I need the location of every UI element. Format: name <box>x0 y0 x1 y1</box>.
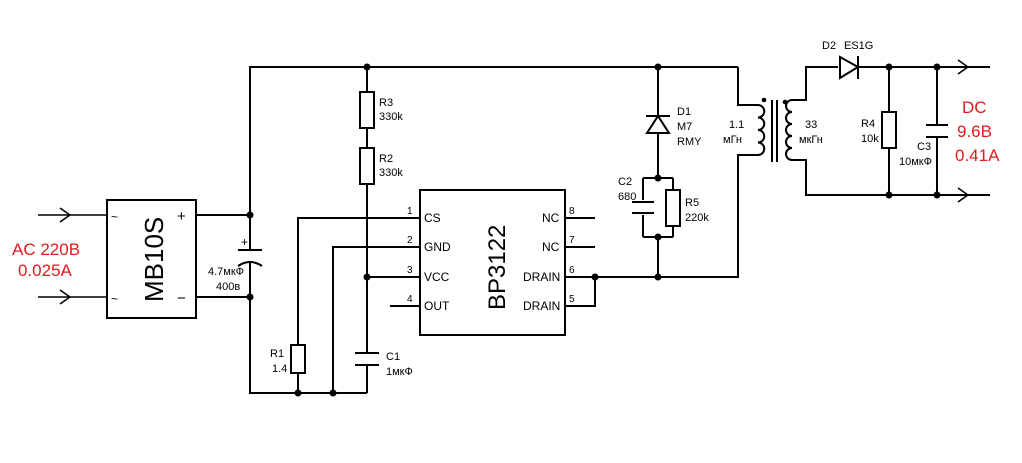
r3-value: 330k <box>379 111 403 123</box>
d1-part: M7 <box>677 121 692 133</box>
d2-name: D2 <box>822 40 836 52</box>
capacitor-c2: C2 680 <box>618 176 654 214</box>
ic-pin4-num: 4 <box>407 294 413 305</box>
r2-name: R2 <box>379 153 393 165</box>
ic-pin8-label: NC <box>542 211 560 225</box>
ic-part-name: BP3122 <box>484 225 511 310</box>
dc-output-terminals <box>957 59 970 203</box>
r4-value: 10k <box>861 133 879 145</box>
capacitor-c3: C3 10мкФ <box>899 124 948 168</box>
diode-d1: D1 M7 RMY <box>645 105 702 148</box>
resistor-r5: R5 220k <box>665 189 709 227</box>
ic-pin3-label: VCC <box>424 270 450 284</box>
resistor-r3: R3 330k <box>359 91 403 129</box>
secondary-inductance-value: 33 <box>805 119 817 131</box>
ic-pin7-num: 7 <box>569 235 575 246</box>
bridge-minus: − <box>177 290 186 307</box>
c1-name: C1 <box>386 351 400 363</box>
d2-part: ES1G <box>844 40 873 52</box>
wires <box>249 66 990 394</box>
r4-name: R4 <box>861 118 875 130</box>
capacitor-c1: C1 1мкФ <box>355 345 413 378</box>
ic-pin6-num: 6 <box>569 265 575 276</box>
bridge-rectifier: ~ ~ + − MB10S <box>106 199 197 319</box>
c2-name: C2 <box>618 176 632 188</box>
c3-name: C3 <box>917 141 931 153</box>
bridge-ac-tilde-top: ~ <box>111 210 118 224</box>
c3-value: 10мкФ <box>899 156 932 168</box>
ac-input-terminals <box>38 207 107 305</box>
ac-input-label-current: 0.025A <box>18 261 73 280</box>
secondary-inductance-unit: мкГн <box>799 134 823 146</box>
c1-value: 1мкФ <box>386 366 413 378</box>
diode-d2: D2 ES1G <box>822 40 873 80</box>
ic-pin6-label: DRAIN <box>523 270 560 284</box>
dc-output-voltage: 9.6B <box>957 122 992 141</box>
resistor-r4: R4 10k <box>861 111 897 149</box>
ic-pin3-num: 3 <box>407 265 413 276</box>
r5-name: R5 <box>685 197 699 209</box>
bulk-capacitor-polarity: + <box>241 235 248 249</box>
d1-note: RMY <box>677 136 702 148</box>
r5-value: 220k <box>685 212 709 224</box>
r1-value: 1.4 <box>272 363 287 375</box>
r3-name: R3 <box>379 97 393 109</box>
transformer: 1.1 мГн 33 мкГн <box>723 97 823 162</box>
junction-dots <box>246 63 941 397</box>
ic-pin7-label: NC <box>542 240 560 254</box>
ic-pin1-num: 1 <box>407 206 413 217</box>
resistor-r2: R2 330k <box>359 147 403 185</box>
primary-inductance-unit: мГн <box>723 134 742 146</box>
bridge-plus: + <box>177 208 186 225</box>
dc-output-label: DC <box>962 98 987 117</box>
bulk-capacitor: + 4.7мкФ 400в <box>208 235 263 293</box>
c2-value: 680 <box>618 191 636 203</box>
r2-value: 330k <box>379 167 403 179</box>
resistor-r1: R1 1.4 <box>270 344 306 375</box>
bridge-ac-tilde-bottom: ~ <box>111 292 118 306</box>
ac-input-label-voltage: AC 220B <box>12 240 80 259</box>
d1-name: D1 <box>677 106 691 118</box>
bulk-capacitor-value: 4.7мкФ <box>208 266 244 278</box>
ic-pin8-num: 8 <box>569 206 575 217</box>
r1-name: R1 <box>270 348 284 360</box>
ic-pin2-num: 2 <box>407 235 413 246</box>
bridge-part-name: MB10S <box>139 217 169 302</box>
ic-pin5-label: DRAIN <box>523 299 560 313</box>
ic-pin4-label: OUT <box>424 299 450 313</box>
ic-pin2-label: GND <box>424 240 451 254</box>
ic-pin1-label: CS <box>424 211 441 225</box>
bulk-capacitor-voltage: 400в <box>216 281 240 293</box>
primary-inductance-value: 1.1 <box>729 119 744 131</box>
ic-pin5-num: 5 <box>569 294 575 305</box>
dc-output-current: 0.41A <box>955 146 1000 165</box>
ic-bp3122: BP3122 1 CS 2 GND 3 VCC 4 OUT 8 NC 7 NC … <box>407 189 575 336</box>
